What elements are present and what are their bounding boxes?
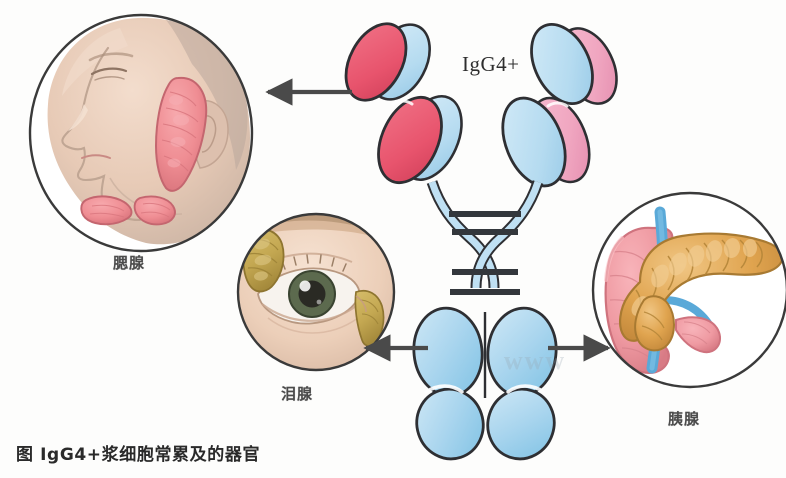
antibody-right-heavy-chain	[501, 23, 594, 188]
disulfide-bonds	[449, 211, 521, 295]
organ-illustration-pancreas	[591, 191, 786, 389]
antibody-left-heavy-chain	[344, 22, 443, 185]
antibody-label-igg4: IgG4+	[462, 52, 520, 76]
organ-label-pancreas: 胰腺	[668, 410, 701, 428]
figure-caption: 图 IgG4+浆细胞常累及的器官	[16, 445, 261, 465]
organ-illustration-parotid	[28, 13, 254, 253]
organ-label-parotid: 腮腺	[113, 254, 146, 272]
relation-arrows	[265, 78, 611, 362]
igg4-antibody-illustration	[344, 22, 618, 461]
antibody-fc-region	[412, 306, 558, 461]
organ-label-lacrimal: 泪腺	[281, 385, 314, 403]
organ-illustration-lacrimal	[236, 212, 396, 372]
